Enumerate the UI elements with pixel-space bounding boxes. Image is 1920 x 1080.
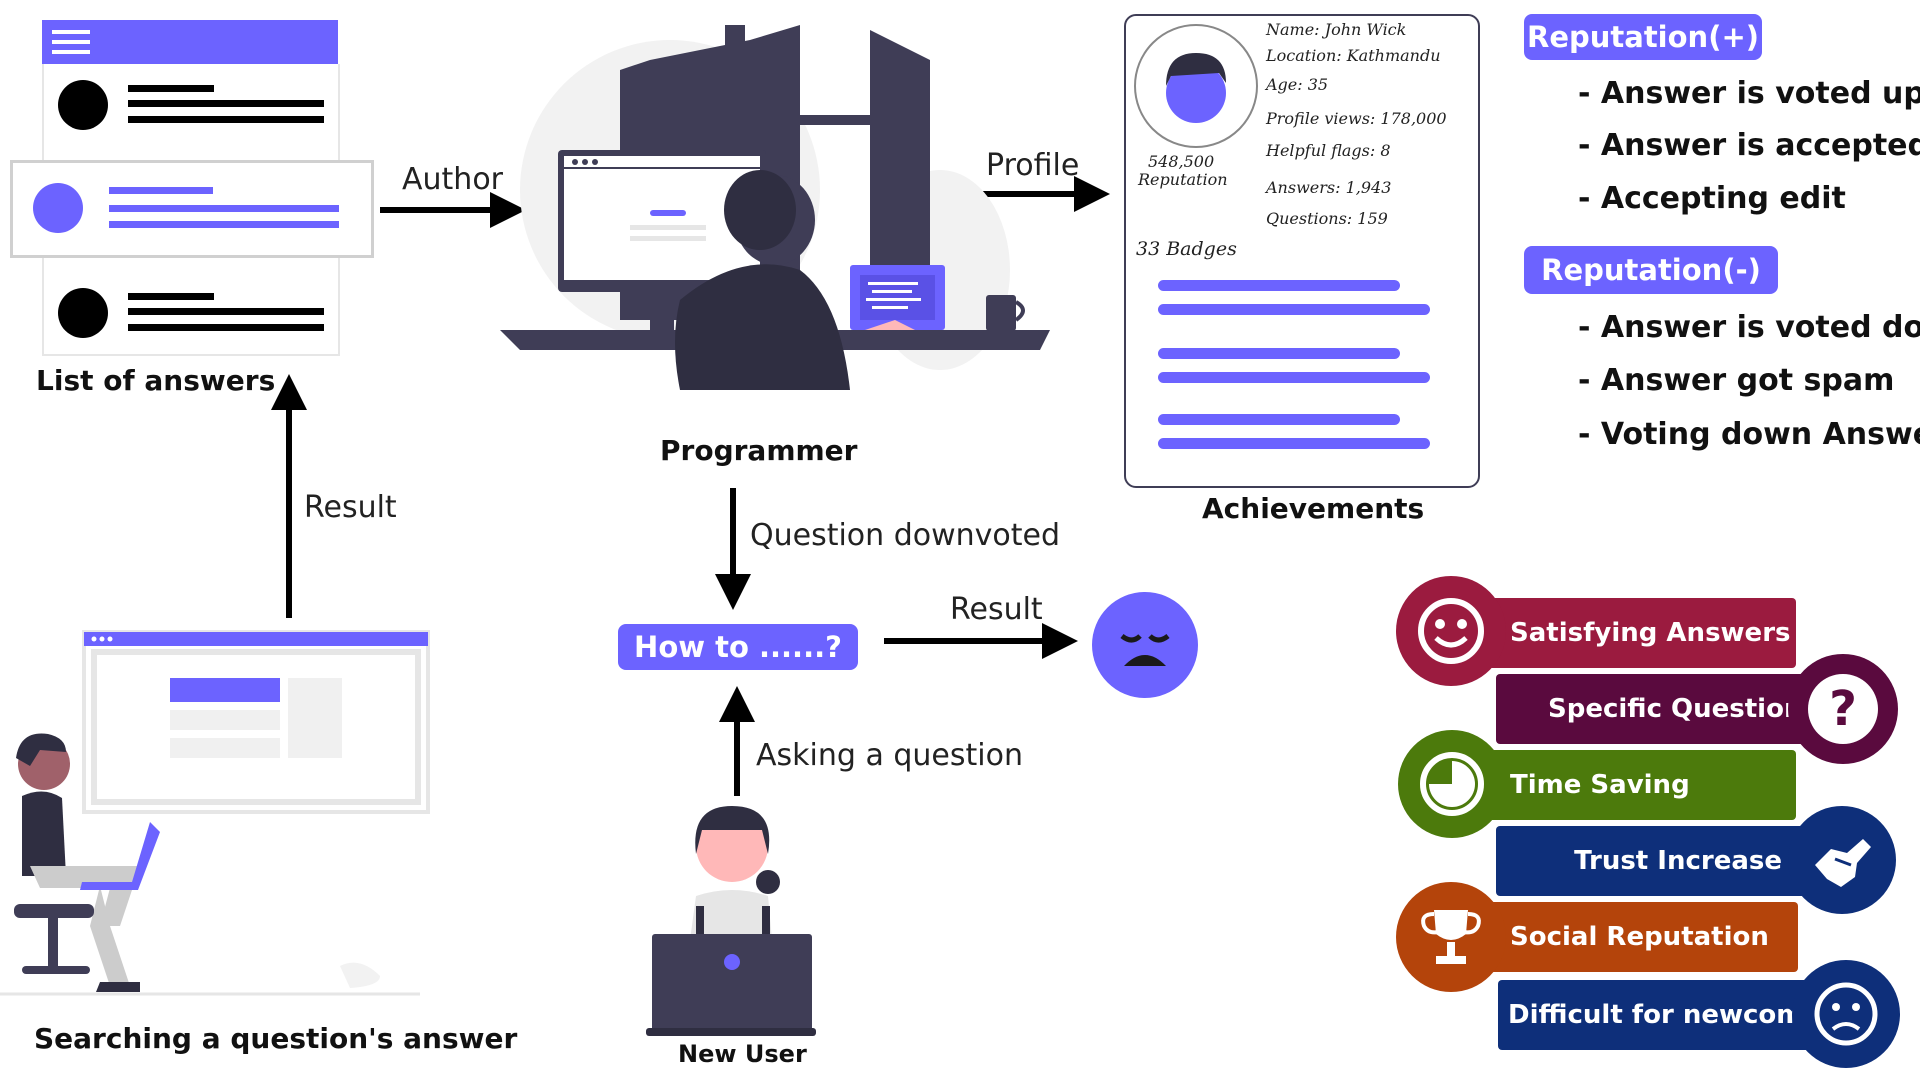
question-icon: ? bbox=[1788, 654, 1898, 764]
clock-icon bbox=[1398, 730, 1506, 838]
profile-name: Name: John Wick bbox=[1266, 20, 1407, 39]
feature-specific-questions: Specific Questions bbox=[1496, 674, 1822, 744]
profile-badges: 33 Badges bbox=[1136, 238, 1237, 260]
asking-question-label: Asking a question bbox=[756, 738, 1023, 773]
profile-questions: Questions: 159 bbox=[1266, 209, 1388, 228]
badge-bar bbox=[1158, 438, 1430, 449]
reputation-minus-item: - Voting down Answer bbox=[1578, 417, 1920, 452]
badge-bar bbox=[1158, 280, 1400, 291]
trophy-icon bbox=[1396, 882, 1506, 992]
reputation-minus-item: - Answer is voted down bbox=[1578, 310, 1920, 345]
avatar bbox=[58, 80, 108, 130]
sad-face-icon bbox=[1092, 592, 1198, 698]
feature-social-reputation: Social Reputation bbox=[1470, 902, 1798, 972]
avatar bbox=[58, 288, 108, 338]
feature-label: Satisfying Answers bbox=[1510, 618, 1791, 648]
feature-satisfying-answers: Satisfying Answers bbox=[1470, 598, 1796, 668]
new-user-label: New User bbox=[678, 1040, 807, 1068]
reputation-plus-item: - Accepting edit bbox=[1578, 181, 1846, 216]
profile-reputation-label: Reputation bbox=[1138, 170, 1228, 189]
profile-reputation-value: 548,500 bbox=[1148, 152, 1215, 171]
achievements-label: Achievements bbox=[1202, 492, 1425, 525]
profile-location: Location: Kathmandu bbox=[1266, 46, 1441, 65]
programmer-label: Programmer bbox=[660, 434, 858, 467]
badge-bar bbox=[1158, 414, 1400, 425]
new-user-illustration bbox=[646, 806, 816, 1036]
profile-helpful-flags: Helpful flags: 8 bbox=[1266, 141, 1391, 160]
profile-age: Age: 35 bbox=[1266, 75, 1329, 94]
feature-trust-increase: Trust Increase bbox=[1496, 826, 1822, 896]
list-of-answers-label: List of answers bbox=[36, 364, 276, 397]
avatar bbox=[33, 183, 83, 233]
smiley-icon bbox=[1396, 576, 1506, 686]
feature-time-saving: Time Saving bbox=[1470, 750, 1796, 820]
feature-label: Difficult for newcomer bbox=[1508, 1000, 1834, 1030]
profile-avatar bbox=[1134, 24, 1258, 148]
how-to-question-pill[interactable]: How to ......? bbox=[618, 624, 858, 670]
feature-label: Specific Questions bbox=[1548, 694, 1818, 724]
badge-bar bbox=[1158, 304, 1430, 315]
programmer-illustration bbox=[500, 25, 1050, 390]
reputation-minus-badge: Reputation(-) bbox=[1524, 246, 1778, 294]
feature-label: Trust Increase bbox=[1574, 846, 1782, 876]
profile-views: Profile views: 178,000 bbox=[1266, 109, 1447, 128]
feature-label: Time Saving bbox=[1510, 770, 1690, 800]
badge-bar bbox=[1158, 372, 1430, 383]
feature-label: Social Reputation bbox=[1510, 922, 1769, 952]
reputation-plus-item: - Answer is accepted bbox=[1578, 128, 1920, 163]
sad-face-icon bbox=[1792, 960, 1900, 1068]
result-left-label: Result bbox=[304, 490, 397, 525]
list-header-bar bbox=[42, 20, 338, 64]
author-label: Author bbox=[402, 162, 504, 197]
answer-list-illustration bbox=[38, 20, 340, 360]
profile-answers: Answers: 1,943 bbox=[1266, 178, 1392, 197]
badge-bar bbox=[1158, 348, 1400, 359]
reputation-plus-item: - Answer is voted up bbox=[1578, 76, 1920, 111]
menu-icon bbox=[52, 30, 92, 56]
searching-label: Searching a question's answer bbox=[34, 1022, 518, 1055]
reputation-plus-badge: Reputation(+) bbox=[1524, 14, 1762, 60]
feature-difficult-newcomer: Difficult for newcomer bbox=[1498, 980, 1834, 1050]
handshake-icon bbox=[1788, 806, 1896, 914]
list-item[interactable] bbox=[58, 80, 338, 150]
searching-illustration bbox=[0, 630, 430, 996]
profile-label: Profile bbox=[986, 148, 1080, 183]
profile-card: 548,500 Reputation Name: John Wick Locat… bbox=[1124, 14, 1480, 488]
list-item-highlighted[interactable] bbox=[10, 160, 374, 258]
result-mid-label: Result bbox=[950, 592, 1043, 627]
list-item[interactable] bbox=[58, 288, 338, 348]
person-avatar-icon bbox=[1166, 53, 1226, 123]
reputation-minus-item: - Answer got spam bbox=[1578, 363, 1895, 398]
question-downvoted-label: Question downvoted bbox=[750, 518, 1061, 553]
